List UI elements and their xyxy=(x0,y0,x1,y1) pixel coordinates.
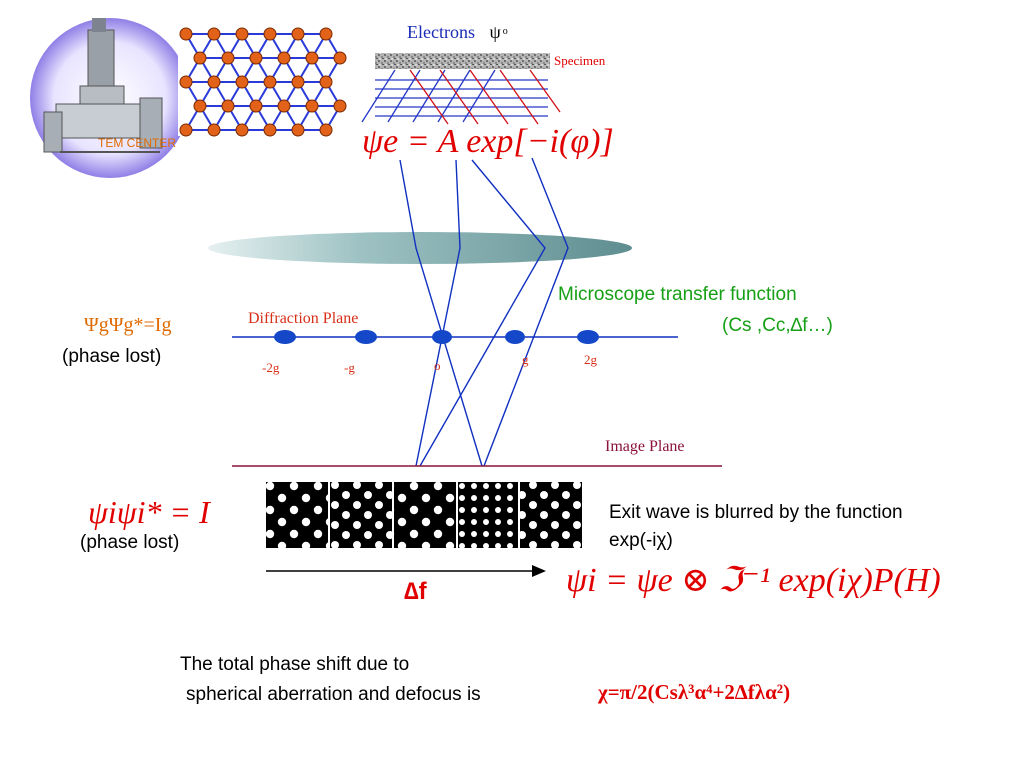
blur-text-line2: exp(-iχ) xyxy=(609,530,673,551)
lattice-atom xyxy=(193,99,207,113)
mtf-label: Microscope transfer function xyxy=(558,284,797,305)
incident-wave-lines xyxy=(361,69,561,125)
lattice-atom xyxy=(235,123,249,137)
lattice-atom xyxy=(207,27,221,41)
image-wave-equation: ψi = ψe ⊗ ℑ⁻¹ exp(iχ)P(H) xyxy=(566,562,941,599)
image-plane-label: Image Plane xyxy=(605,438,685,455)
lattice-atom xyxy=(249,99,263,113)
lattice-atom xyxy=(179,123,193,137)
lattice-atom xyxy=(207,75,221,89)
lattice-atom xyxy=(333,99,347,113)
objective-lens xyxy=(208,232,632,264)
spot-minus-2g xyxy=(274,330,296,344)
specimen-slab xyxy=(375,53,550,69)
lattice-atom xyxy=(291,27,305,41)
lattice-atom xyxy=(207,123,221,137)
lattice-atom xyxy=(319,27,333,41)
spot-label-minus-2g: -2g xyxy=(262,360,280,375)
diffraction-plane-label: Diffraction Plane xyxy=(248,310,359,327)
lattice-atom xyxy=(319,75,333,89)
exit-wave-equation: ψe = A exp[−i(φ)] xyxy=(362,123,614,160)
phase-shift-text-line1: The total phase shift due to xyxy=(180,654,410,675)
blur-text-line1: Exit wave is blurred by the function xyxy=(609,502,903,523)
tem-center-logo xyxy=(30,18,190,178)
phase-lost-label-1: (phase lost) xyxy=(62,346,162,367)
phase-shift-equation: χ=π/2(Csλ³α⁴+2∆fλα²) xyxy=(598,680,791,704)
spot-minus-g xyxy=(355,330,377,344)
intensity-equation: ψiψi* = I xyxy=(88,494,210,530)
lattice-atom xyxy=(263,123,277,137)
lattice-atom xyxy=(193,51,207,65)
lattice-atom xyxy=(263,27,277,41)
spot-label-minus-g: -g xyxy=(344,360,355,375)
lattice-atom xyxy=(277,99,291,113)
lattice-atom xyxy=(319,123,333,137)
lattice-atom xyxy=(221,51,235,65)
lattice-atom xyxy=(263,75,277,89)
phase-lost-label-2: (phase lost) xyxy=(80,532,180,553)
spot-o xyxy=(432,330,452,344)
phase-shift-text-line2: spherical aberration and defocus is xyxy=(186,684,481,705)
lattice-atom xyxy=(333,51,347,65)
specimen-label: Specimen xyxy=(554,53,606,68)
lattice-atom xyxy=(305,51,319,65)
spot-label-2g: 2g xyxy=(584,352,597,367)
lattice-atom xyxy=(221,99,235,113)
mtf-params: (Cs ,Cc,∆f…) xyxy=(722,315,833,336)
lattice-atom xyxy=(235,75,249,89)
lattice-atom xyxy=(235,27,249,41)
diffraction-spots xyxy=(274,330,599,344)
lattice-atom xyxy=(277,51,291,65)
lattice-atom xyxy=(249,51,263,65)
spot-label-o: o xyxy=(434,358,441,373)
lattice-atom xyxy=(291,123,305,137)
logo-text: TEM CENTER xyxy=(98,136,176,150)
defocus-arrow xyxy=(266,565,546,577)
spot-label-g: g xyxy=(522,352,529,367)
lattice-atom xyxy=(291,75,305,89)
lattice-atom xyxy=(179,27,193,41)
spot-2g xyxy=(577,330,599,344)
crystal-lattice xyxy=(178,26,348,137)
spot-g xyxy=(505,330,525,344)
hrtem-image-series xyxy=(266,482,582,548)
defocus-label: ∆f xyxy=(404,578,427,605)
lattice-atom xyxy=(305,99,319,113)
diffraction-intensity: ΨgΨg*=Ig xyxy=(84,314,172,336)
ray-paths xyxy=(399,157,569,467)
lattice-atom xyxy=(179,75,193,89)
